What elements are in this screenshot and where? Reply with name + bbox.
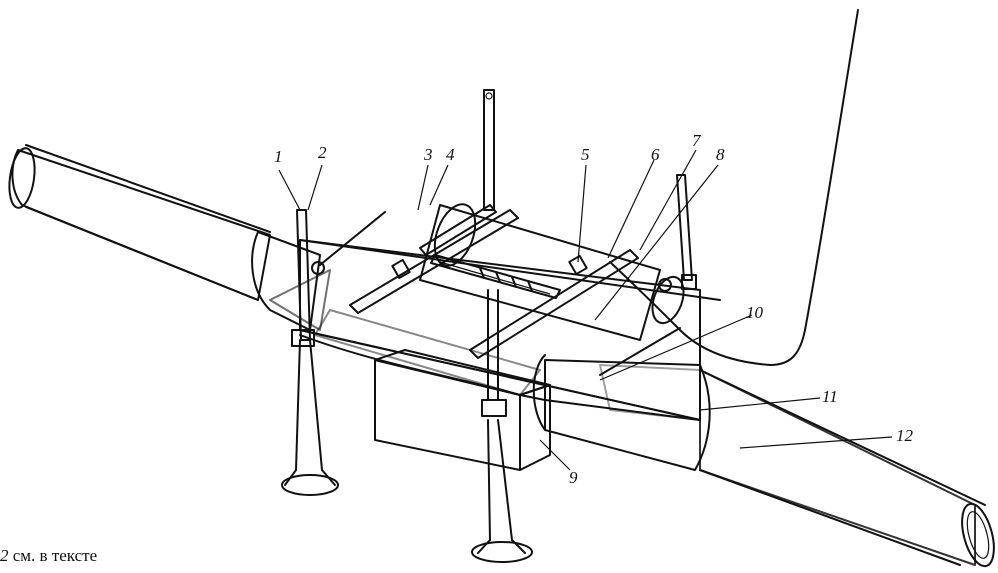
left-stand: [281, 209, 339, 496]
center-vertical-post: [483, 89, 495, 211]
label-11: 11: [822, 387, 838, 406]
label-12: 12: [896, 426, 914, 445]
label-10: 10: [746, 303, 764, 322]
right-vertical-post: [676, 174, 697, 290]
left-pipe: [8, 144, 271, 301]
label-2: 2: [318, 143, 327, 162]
center-stand: [471, 289, 533, 563]
figure-caption: 2 см. в тексте: [0, 546, 97, 566]
label-9: 9: [569, 468, 578, 487]
label-6: 6: [651, 145, 660, 164]
label-8: 8: [716, 145, 725, 164]
right-pipe: [699, 369, 995, 568]
inner-cylinder: [419, 203, 685, 341]
callout-labels: 1 2 3 4 5 6 7 8 9 10 11 12: [274, 131, 914, 487]
caption-text: см. в тексте: [8, 546, 98, 565]
lower-box: [374, 349, 551, 471]
clamp-frame: [349, 204, 639, 359]
right-coupling: [532, 354, 711, 471]
left-coupling: [251, 231, 331, 331]
label-1: 1: [274, 147, 283, 166]
label-5: 5: [581, 145, 590, 164]
label-7: 7: [692, 131, 702, 150]
label-4: 4: [446, 145, 455, 164]
rods: [311, 211, 681, 376]
leader-lines: [278, 149, 893, 471]
label-3: 3: [423, 145, 433, 164]
figure-number: 2: [0, 546, 9, 565]
